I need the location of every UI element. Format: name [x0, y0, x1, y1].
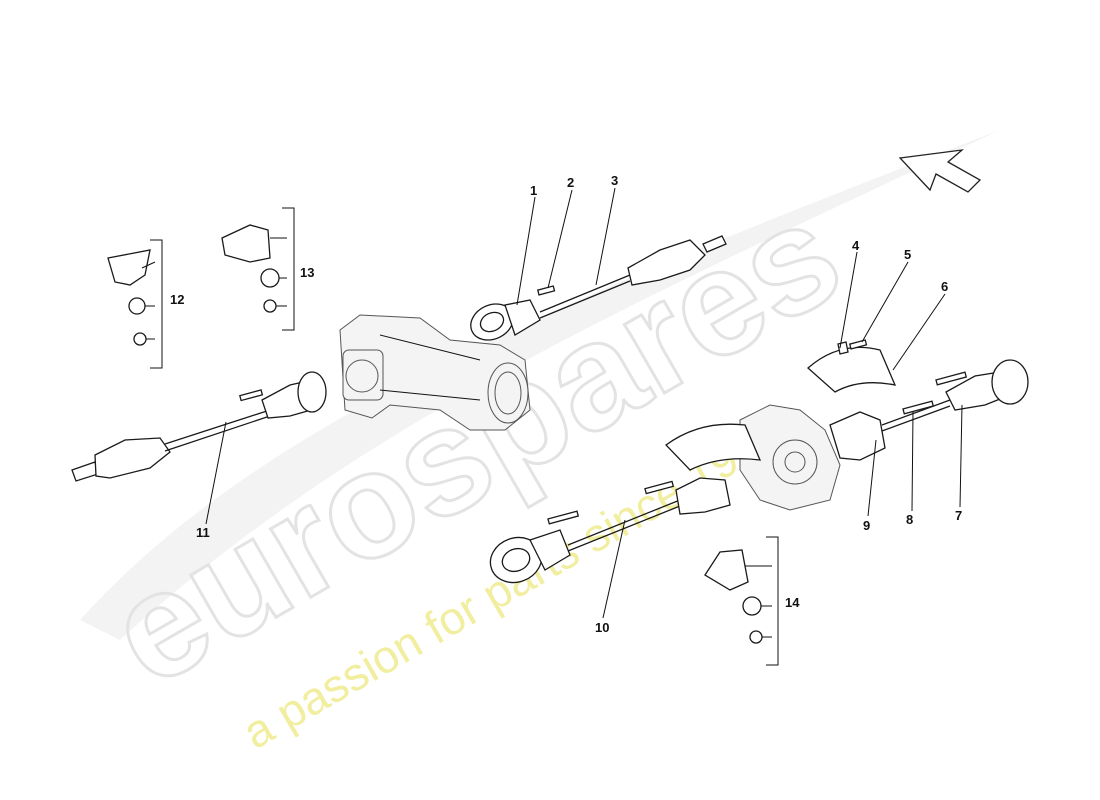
callout-3: 3	[611, 173, 618, 188]
callout-1: 1	[530, 183, 537, 198]
left-drive-shaft	[71, 371, 327, 482]
leader-lines	[141, 187, 963, 638]
boot-kit-12	[107, 239, 163, 369]
callout-11: 11	[196, 525, 210, 540]
callout-9: 9	[863, 518, 870, 533]
callout-13: 13	[300, 265, 314, 280]
direction-arrow-icon	[898, 149, 982, 193]
lower-drive-shaft	[489, 477, 731, 584]
callout-5: 5	[904, 247, 911, 262]
callout-8: 8	[906, 512, 913, 527]
transmission-housing	[339, 314, 531, 431]
callout-6: 6	[941, 279, 948, 294]
callout-14: 14	[785, 595, 800, 610]
watermark-swoosh	[80, 130, 1000, 640]
callout-2: 2	[567, 175, 574, 190]
right-drive-shaft	[829, 359, 1029, 461]
heat-shields	[665, 339, 897, 471]
callout-10: 10	[595, 620, 609, 635]
callout-12: 12	[170, 292, 184, 307]
callout-4: 4	[852, 238, 860, 253]
callout-7: 7	[955, 508, 962, 523]
callouts: 1 2 3 4 5 6 7 8 9 10 11 12 13 14	[170, 173, 962, 635]
upper-drive-shaft	[470, 235, 727, 341]
boot-kit-14	[704, 536, 779, 666]
differential-housing	[739, 404, 841, 511]
boot-kit-13	[221, 207, 295, 331]
